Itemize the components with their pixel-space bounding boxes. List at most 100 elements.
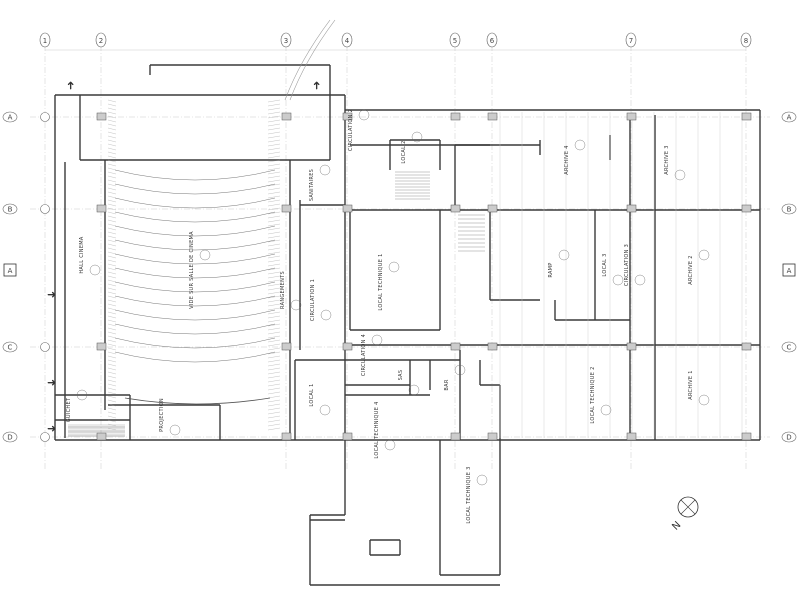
room-label: CIRCULATION 1	[310, 279, 316, 321]
seating-row	[114, 197, 276, 209]
column-pier	[281, 204, 292, 213]
seat-step	[267, 311, 281, 315]
seat-step	[267, 291, 281, 295]
seat-step	[267, 371, 281, 375]
column-pier	[96, 432, 107, 441]
seat-step	[267, 415, 281, 419]
room-label: LOCAL 1	[309, 383, 315, 406]
seat-step	[267, 191, 281, 195]
room-label: BAR	[444, 379, 450, 390]
seating-row	[114, 267, 276, 279]
column-pier	[626, 112, 637, 121]
room-tag-icon	[76, 389, 88, 401]
seat-step	[107, 331, 117, 335]
seat-step	[267, 247, 281, 251]
seat-step	[267, 115, 281, 119]
seat-step	[107, 247, 117, 251]
seat-step	[267, 359, 281, 363]
grid-bubble	[2, 431, 18, 443]
seat-step	[267, 271, 281, 275]
column-pier	[487, 432, 498, 441]
seat-step	[107, 387, 117, 391]
grid-bubble	[341, 32, 353, 48]
seat-step	[107, 327, 117, 331]
seat-step	[267, 231, 281, 235]
seat-step	[267, 251, 281, 255]
seat-step	[107, 139, 117, 143]
room-label: ARCHIVE 2	[688, 255, 694, 284]
seat-step	[107, 103, 117, 107]
grid-bubble	[781, 203, 797, 215]
room-tag-icon	[612, 274, 624, 286]
stair-arrow-icon: ➜	[64, 81, 77, 90]
seat-step	[107, 359, 117, 363]
seat-step	[267, 339, 281, 343]
seat-step	[267, 323, 281, 327]
seat-step	[107, 219, 117, 223]
column-pier	[281, 432, 292, 441]
seat-step	[267, 387, 281, 391]
seat-step	[267, 343, 281, 347]
seat-step	[267, 235, 281, 239]
room-tag-icon	[574, 139, 586, 151]
seat-step	[107, 151, 117, 155]
column-pier	[281, 342, 292, 351]
grid-column-label: 2	[99, 37, 103, 45]
column-pier	[342, 112, 353, 121]
room-label: CIRCULATION 2	[348, 109, 354, 151]
room-tag-icon	[411, 131, 423, 143]
seat-step	[107, 231, 117, 235]
grid-column-label: 8	[744, 37, 748, 45]
seat-step	[267, 287, 281, 291]
seat-step	[107, 127, 117, 131]
seat-step	[107, 223, 117, 227]
seat-step	[107, 227, 117, 231]
section-marker-label: A	[8, 267, 13, 275]
room-label: LOCAL 2	[401, 140, 407, 163]
grid-column-label: 1	[43, 37, 47, 45]
column-pier	[281, 112, 292, 121]
seat-step	[107, 335, 117, 339]
seat-step	[107, 319, 117, 323]
seat-step	[107, 311, 117, 315]
seat-step	[267, 363, 281, 367]
grid-column-label: 3	[284, 37, 288, 45]
seat-step	[107, 239, 117, 243]
room-label: RAMP	[548, 262, 554, 277]
seat-step	[267, 411, 281, 415]
grid-column-label: 5	[453, 37, 457, 45]
seat-step	[267, 167, 281, 171]
grid-row-label: D	[786, 434, 791, 442]
room-tag-icon	[476, 474, 488, 486]
seat-step	[107, 427, 117, 431]
grid-bubble	[781, 111, 797, 123]
walls	[54, 19, 761, 586]
section-marker-left: A	[3, 263, 17, 277]
room-label: LOCAL 3	[602, 253, 608, 276]
seat-step	[267, 367, 281, 371]
entrance-arrow-icon: ➜	[47, 422, 56, 435]
seat-step	[107, 375, 117, 379]
column-pier	[741, 112, 752, 121]
room-label: RANGEMENTS	[280, 271, 286, 309]
seat-step	[267, 303, 281, 307]
column-pier	[450, 204, 461, 213]
seating-row	[114, 337, 276, 349]
column-pier	[487, 112, 498, 121]
room-tag-icon	[290, 299, 302, 311]
seat-step	[267, 279, 281, 283]
seat-step	[107, 267, 117, 271]
seat-step	[107, 299, 117, 303]
seat-step	[267, 123, 281, 127]
seat-step	[267, 331, 281, 335]
seat-step	[267, 307, 281, 311]
room-tag-icon	[199, 249, 211, 261]
seat-step	[267, 283, 281, 287]
grid-bubble	[39, 32, 51, 48]
seating-row	[114, 281, 276, 293]
section-marker-label: A	[787, 267, 792, 275]
seat-step	[267, 155, 281, 159]
room-tag-icon	[674, 169, 686, 181]
